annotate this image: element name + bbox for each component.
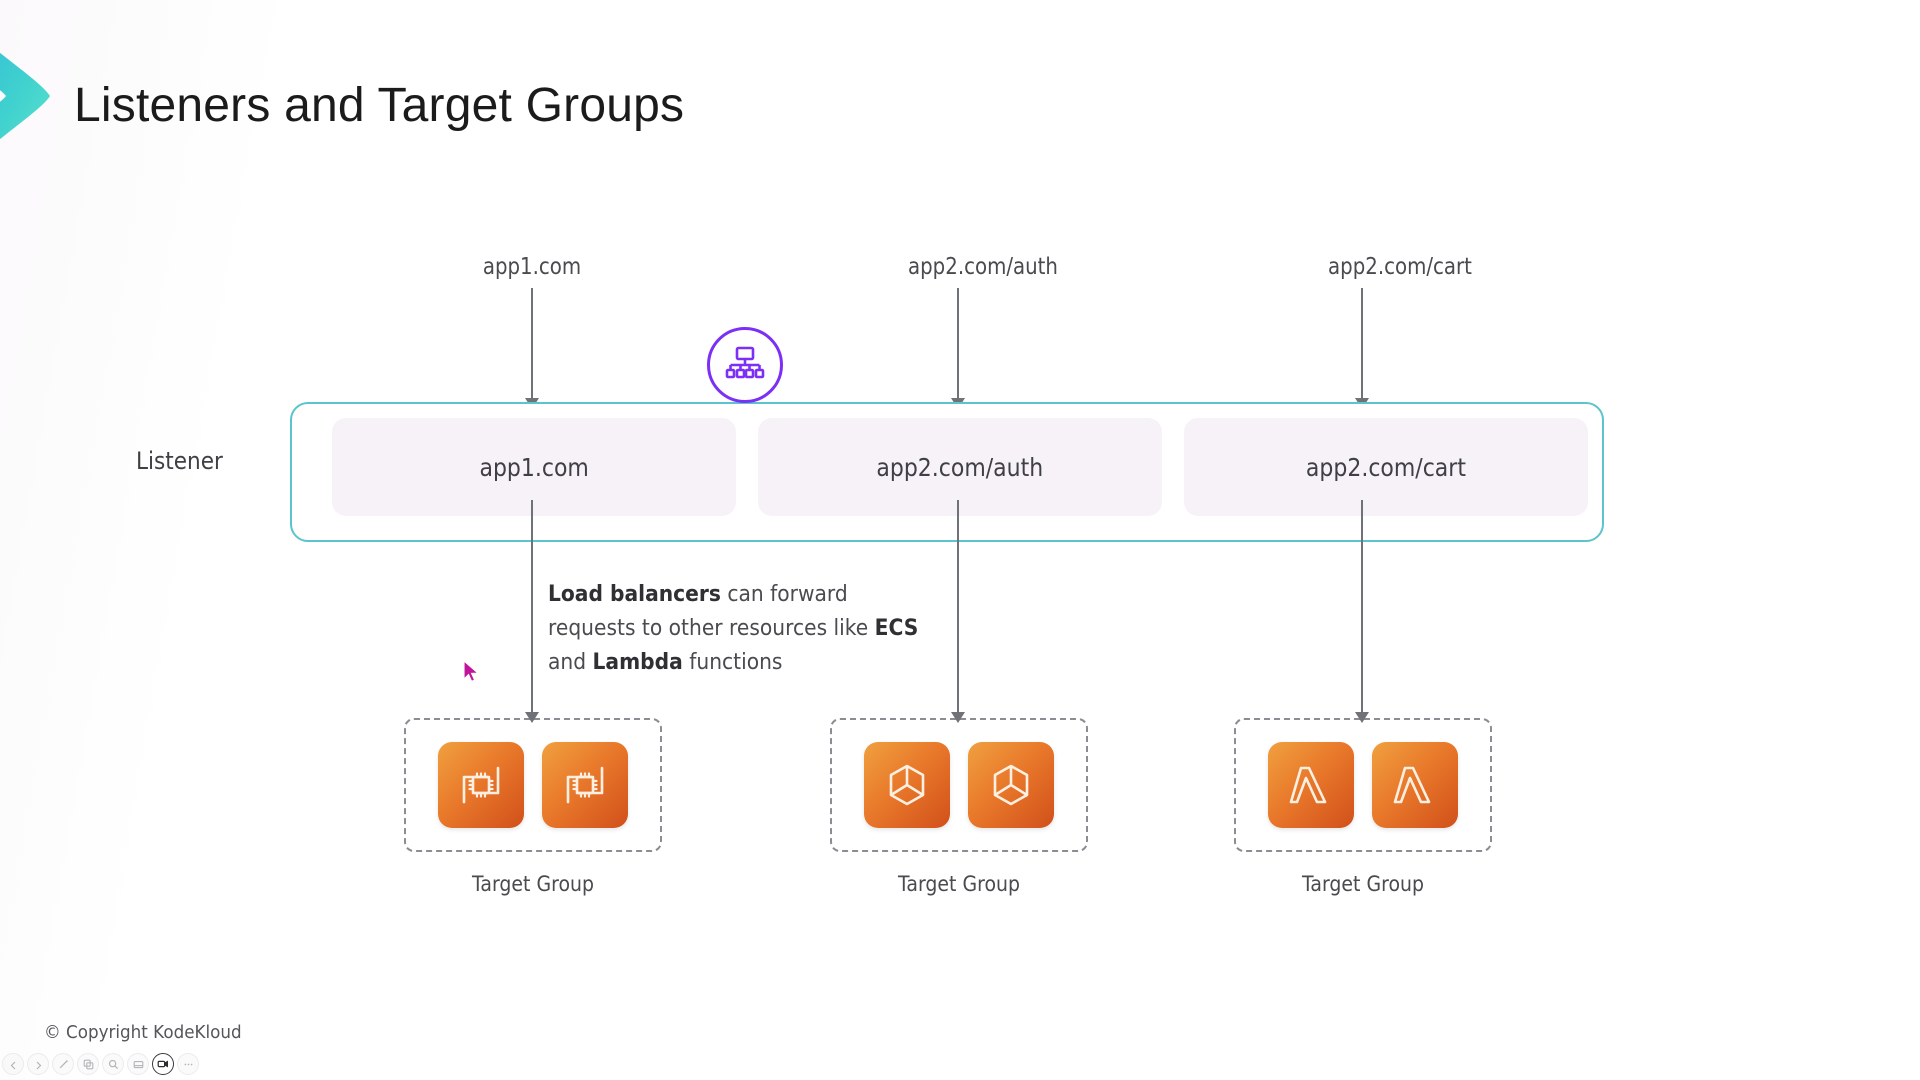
listener-label: Listener bbox=[136, 447, 223, 475]
flow-arrow-line-bottom-2 bbox=[957, 500, 959, 718]
flow-arrow-line-bottom-3 bbox=[1361, 500, 1363, 718]
target-group-2 bbox=[830, 718, 1088, 852]
listener-rule-2[interactable]: app2.com/auth bbox=[758, 418, 1162, 516]
slide-icon bbox=[133, 1055, 144, 1074]
flow-arrow-line-top-3 bbox=[1361, 288, 1363, 403]
note-bold-2: ECS bbox=[874, 616, 919, 641]
load-balancer-badge bbox=[707, 327, 783, 403]
presenter-view-button[interactable] bbox=[127, 1053, 149, 1075]
flow-arrow-head-bottom-2 bbox=[951, 712, 965, 723]
duplicate-button[interactable] bbox=[77, 1053, 99, 1075]
listener-rule-1[interactable]: app1.com bbox=[332, 418, 736, 516]
lambda-function-icon bbox=[1268, 742, 1354, 828]
target-group-2-caption: Target Group bbox=[897, 872, 1021, 896]
page-title: Listeners and Target Groups bbox=[74, 79, 685, 132]
copy-icon bbox=[83, 1055, 94, 1074]
lambda-function-icon bbox=[1372, 742, 1458, 828]
note-bold-1: Load balancers bbox=[548, 582, 721, 607]
presentation-toolbar bbox=[2, 1053, 199, 1075]
ecs-container-icon bbox=[864, 742, 950, 828]
flow-arrow-line-bottom-1 bbox=[531, 500, 533, 718]
target-group-3 bbox=[1234, 718, 1492, 852]
target-group-1 bbox=[404, 718, 662, 852]
mouse-cursor bbox=[462, 659, 482, 684]
zoom-button[interactable] bbox=[102, 1053, 124, 1075]
previous-slide-button[interactable] bbox=[2, 1053, 24, 1075]
load-balancer-icon bbox=[722, 340, 768, 390]
chevron-logo-icon bbox=[0, 8, 62, 184]
chevron-left-icon bbox=[9, 1055, 18, 1074]
note-plain-1: can forward requests to other resources … bbox=[548, 582, 875, 641]
target-group-1-caption: Target Group bbox=[471, 872, 595, 896]
listener-rule-3[interactable]: app2.com/cart bbox=[1184, 418, 1588, 516]
source-label-2: app2.com/auth bbox=[908, 254, 1058, 280]
note-plain-2: and bbox=[548, 650, 593, 675]
note-text: Load balancers can forward requests to o… bbox=[548, 578, 934, 680]
source-label-3: app2.com/cart bbox=[1328, 254, 1472, 280]
listener-rule-1-label: app1.com bbox=[479, 452, 589, 482]
ellipsis-icon bbox=[183, 1055, 194, 1074]
note-plain-3: functions bbox=[682, 650, 783, 675]
ec2-instance-icon bbox=[542, 742, 628, 828]
chevron-right-icon bbox=[34, 1055, 43, 1074]
copyright-text: © Copyright KodeKloud bbox=[44, 1022, 242, 1043]
listener-container: app1.com app2.com/auth app2.com/cart bbox=[290, 402, 1604, 542]
note-bold-3: Lambda bbox=[592, 650, 683, 675]
source-label-1: app1.com bbox=[482, 254, 582, 280]
listener-rule-3-label: app2.com/cart bbox=[1305, 452, 1467, 482]
ec2-instance-icon bbox=[438, 742, 524, 828]
flow-arrow-head-bottom-3 bbox=[1355, 712, 1369, 723]
pen-icon bbox=[58, 1055, 69, 1074]
magnifier-icon bbox=[108, 1055, 119, 1074]
target-group-3-caption: Target Group bbox=[1301, 872, 1425, 896]
pen-tool-button[interactable] bbox=[52, 1053, 74, 1075]
more-options-button[interactable] bbox=[177, 1053, 199, 1075]
ecs-container-icon bbox=[968, 742, 1054, 828]
record-video-button[interactable] bbox=[152, 1053, 174, 1075]
video-camera-icon bbox=[157, 1055, 169, 1074]
next-slide-button[interactable] bbox=[27, 1053, 49, 1075]
flow-arrow-line-top-1 bbox=[531, 288, 533, 403]
listener-rule-2-label: app2.com/auth bbox=[876, 452, 1044, 482]
flow-arrow-line-top-2 bbox=[957, 288, 959, 403]
flow-arrow-head-bottom-1 bbox=[525, 712, 539, 723]
